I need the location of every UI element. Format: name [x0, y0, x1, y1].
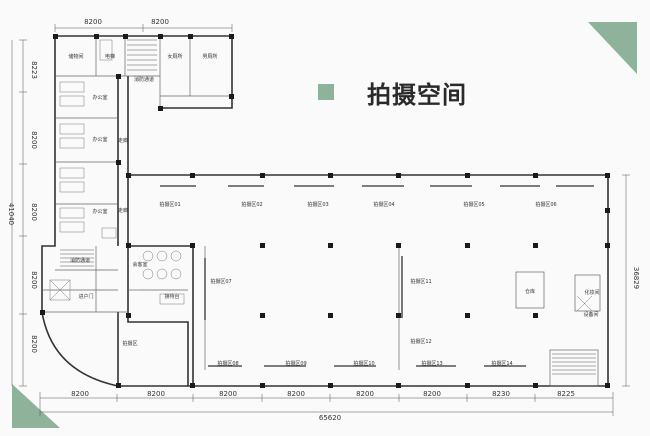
dim-bottom-1: 8200: [71, 390, 89, 398]
dim-bottom-3: 8200: [219, 390, 237, 398]
room-studio-corner: 拍摄区: [122, 340, 137, 347]
room-mens-wc: 女厕所: [167, 53, 182, 60]
dim-left-2: 8200: [30, 131, 38, 149]
room-corridor-2: 走廊: [118, 207, 128, 214]
dim-bottom-total: 65620: [319, 414, 341, 422]
title-block: 拍摄空间: [318, 74, 467, 110]
light-bars: [160, 185, 594, 367]
dim-bottom-4: 8200: [287, 390, 305, 398]
zone-06: 拍摄区06: [535, 201, 556, 208]
dim-bottom-5: 8200: [356, 390, 374, 398]
zone-10: 拍摄区10: [353, 360, 374, 367]
zone-08: 拍摄区08: [217, 360, 238, 367]
zone-09: 拍摄区09: [285, 360, 306, 367]
room-office-1: 办公室: [92, 94, 107, 101]
zone-14: 拍摄区14: [491, 360, 512, 367]
zone-03: 拍摄区03: [307, 201, 328, 208]
room-equipment: 设备间: [583, 311, 598, 318]
room-corridor: 走廊: [118, 137, 128, 144]
dimension-labels-vertical: 8223 8200 8200 8200 8200 41040 36829: [7, 61, 640, 353]
dimension-labels: 8200 8200 8200 8200 8200 8200 8200 8200 …: [71, 18, 575, 422]
dim-left-4: 8200: [30, 271, 38, 289]
dim-right-total: 36829: [632, 267, 640, 289]
title-swatch: [318, 84, 334, 100]
dim-top-2: 8200: [151, 18, 169, 26]
room-prop-room: 化妆间: [584, 289, 599, 296]
zone-07: 拍摄区07: [210, 278, 231, 285]
columns: [40, 34, 610, 388]
zone-02: 拍摄区02: [241, 201, 262, 208]
room-passage: 消防通道: [134, 76, 154, 83]
room-entrance: 进户门: [78, 293, 93, 300]
room-storage: 储物间: [68, 53, 83, 60]
stairs: [60, 39, 596, 375]
room-reception: 接待台: [164, 293, 179, 300]
dim-bottom-6: 8200: [423, 390, 441, 398]
room-passage-2: 消防通道: [70, 257, 90, 264]
room-office-2: 办公室: [92, 136, 107, 143]
zone-11: 拍摄区11: [410, 278, 431, 285]
dim-left-5: 8200: [30, 335, 38, 353]
room-office-3: 办公室: [92, 208, 107, 215]
dim-left-total: 41040: [7, 203, 15, 225]
dim-bottom-8: 8225: [557, 390, 575, 398]
corner-triangle-top-right: [588, 22, 637, 74]
room-womens-wc: 男厕所: [202, 53, 217, 60]
page-title: 拍摄空间: [367, 80, 467, 109]
corner-triangle-bottom-left: [12, 384, 60, 428]
zone-12: 拍摄区12: [410, 338, 431, 345]
dim-left-3: 8200: [30, 203, 38, 221]
office-furniture: [49, 39, 593, 312]
room-warehouse: 仓库: [525, 288, 535, 295]
dim-bottom-7: 8230: [492, 390, 510, 398]
room-meeting: 会客室: [132, 261, 147, 268]
zone-01: 拍摄区01: [159, 201, 180, 208]
room-labels: 储物间 电梯 消防通道 女厕所 男厕所 办公室 办公室 办公室 走廊 走廊 消防…: [68, 53, 599, 347]
dim-bottom-2: 8200: [147, 390, 165, 398]
dimension-lines: [11, 24, 630, 416]
zone-04: 拍摄区04: [373, 201, 394, 208]
dim-left-1: 8223: [30, 61, 38, 79]
zone-labels: 拍摄区01 拍摄区02 拍摄区03 拍摄区04 拍摄区05 拍摄区06 拍摄区0…: [159, 201, 556, 367]
dim-top-1: 8200: [84, 18, 102, 26]
zone-05: 拍摄区05: [463, 201, 484, 208]
zone-13: 拍摄区13: [421, 360, 442, 367]
room-elevator: 电梯: [105, 53, 115, 60]
